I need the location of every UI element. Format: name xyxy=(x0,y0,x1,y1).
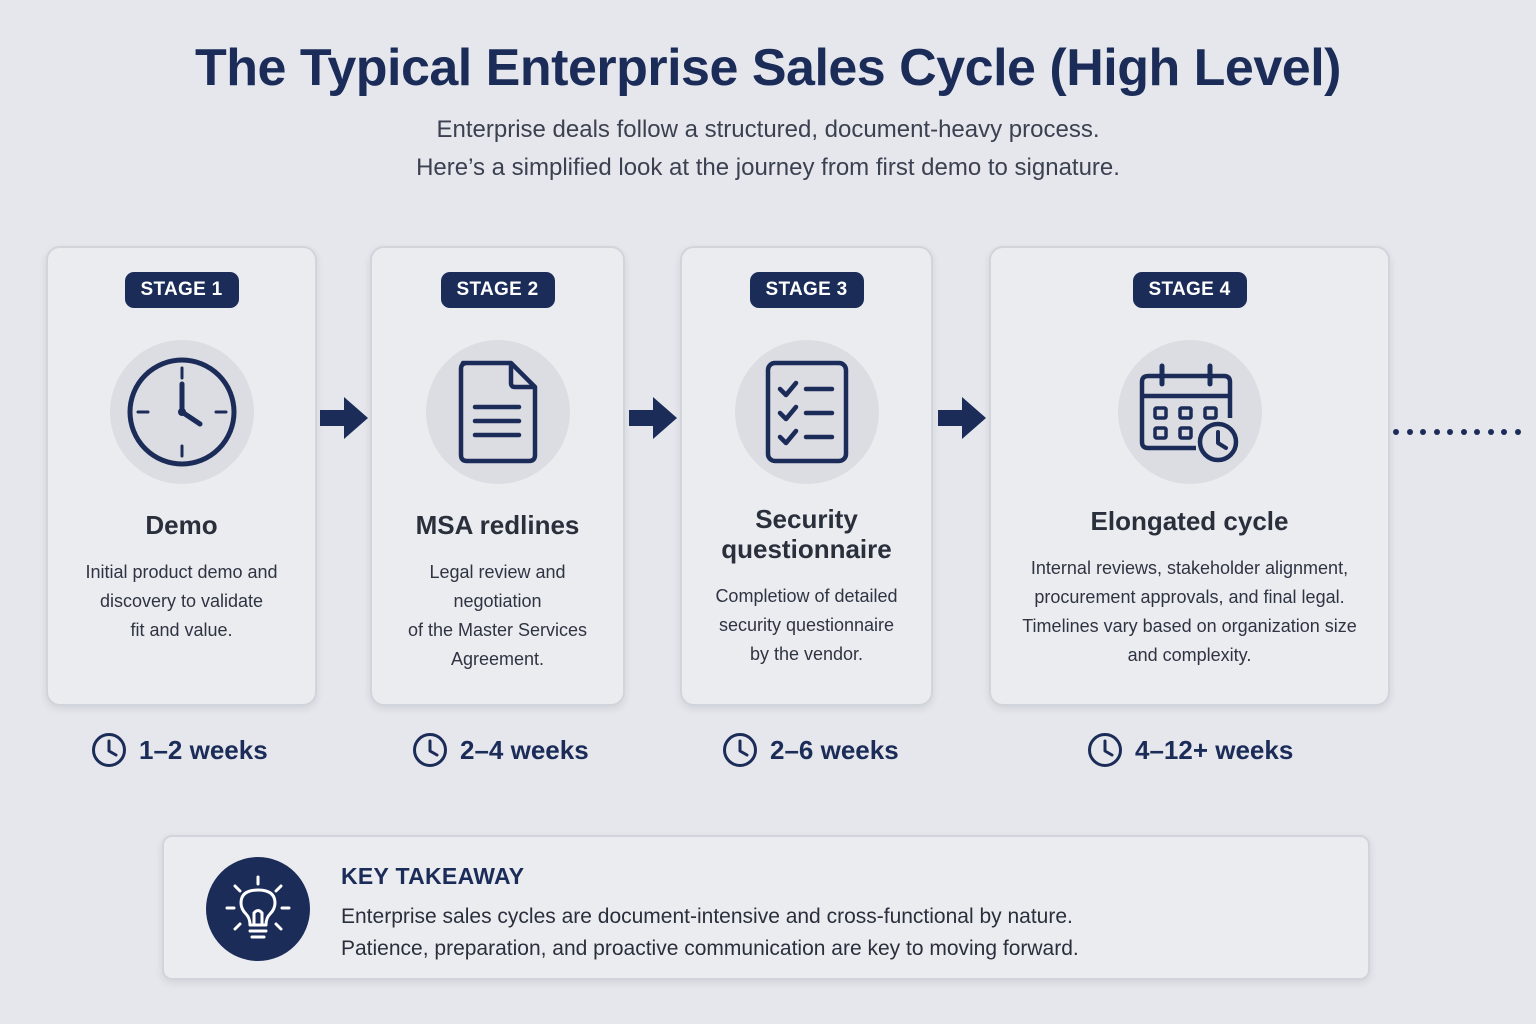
stage-title: Demo xyxy=(145,510,218,540)
description-line: security questionnaire xyxy=(718,615,895,635)
arrow-right-icon xyxy=(629,397,677,439)
description-line: and complexity. xyxy=(1127,645,1252,665)
stage-card-demo: STAGE 1 Demo Initial product demo and di… xyxy=(46,246,317,706)
title-line: questionnaire xyxy=(721,534,892,564)
clock-icon xyxy=(1088,733,1122,767)
stage-description: Internal reviews, stakeholder alignment,… xyxy=(1009,554,1370,670)
description-line: Legal review and negotiation xyxy=(429,562,566,611)
stage-title: Security questionnaire xyxy=(682,504,931,564)
key-takeaway-panel: KEY TAKEAWAY Enterprise sales cycles are… xyxy=(162,835,1370,980)
stage-icon-circle xyxy=(734,340,879,484)
lightbulb-icon-circle xyxy=(206,857,310,961)
duration-label: 2–6 weeks xyxy=(770,734,899,765)
stage-icon-circle xyxy=(425,340,570,484)
duration-label: 2–4 weeks xyxy=(460,734,589,765)
checklist-icon xyxy=(765,360,848,464)
description-line: of the Master Services xyxy=(407,620,588,640)
clock-icon xyxy=(723,733,757,767)
takeaway-line-2: Patience, preparation, and proactive com… xyxy=(341,937,1079,960)
continuation-dots xyxy=(1393,429,1521,435)
arrow-right-icon xyxy=(938,397,986,439)
description-line: by the vendor. xyxy=(749,644,864,664)
stage-badge: STAGE 2 xyxy=(440,272,555,308)
stage-card-elongated-cycle: STAGE 4 Elongated cycle Internal reviews… xyxy=(989,246,1390,706)
clock-icon xyxy=(92,733,126,767)
document-icon xyxy=(458,360,537,464)
description-line: fit and value. xyxy=(130,620,233,640)
description-line: Internal reviews, stakeholder alignment, xyxy=(1030,558,1349,578)
arrow-right-icon xyxy=(320,397,368,439)
duration-label: 4–12+ weeks xyxy=(1135,734,1294,765)
description-line: Completiow of detailed xyxy=(715,586,898,606)
stage-card-msa-redlines: STAGE 2 MSA redlines Legal review and ne… xyxy=(370,246,625,706)
calendar-clock-icon xyxy=(1139,363,1238,463)
duration-stage-1: 1–2 weeks xyxy=(91,730,268,770)
description-line: Agreement. xyxy=(450,649,545,669)
stage-description: Initial product demo and discovery to va… xyxy=(66,558,297,645)
subtitle-line-2: Here’s a simplified look at the journey … xyxy=(416,154,1120,181)
stage-card-security-questionnaire: STAGE 3 Security questionnaire Completio… xyxy=(680,246,933,706)
duration-stage-3: 2–6 weeks xyxy=(722,730,899,770)
lightbulb-icon xyxy=(225,875,291,939)
stage-badge: STAGE 1 xyxy=(124,272,239,308)
duration-label: 1–2 weeks xyxy=(139,734,268,765)
description-line: Initial product demo and xyxy=(85,562,278,582)
page-title: The Typical Enterprise Sales Cycle (High… xyxy=(195,39,1341,97)
takeaway-line-1: Enterprise sales cycles are document-int… xyxy=(341,905,1073,928)
clock-icon xyxy=(413,733,447,767)
takeaway-heading: KEY TAKEAWAY xyxy=(341,863,525,889)
title-line: Security xyxy=(755,504,858,534)
duration-stage-2: 2–4 weeks xyxy=(412,730,589,770)
clock-icon xyxy=(127,357,236,467)
stage-description: Legal review and negotiation of the Mast… xyxy=(390,558,605,674)
duration-stage-4: 4–12+ weeks xyxy=(1087,730,1293,770)
description-line: discovery to validate xyxy=(99,591,264,611)
stage-description: Completiow of detailed security question… xyxy=(700,582,913,669)
stage-icon-circle xyxy=(109,340,254,484)
description-line: Timelines vary based on organization siz… xyxy=(1022,616,1357,636)
stage-badge: STAGE 3 xyxy=(749,272,864,308)
stage-icon-circle xyxy=(1117,340,1262,484)
stage-title: Elongated cycle xyxy=(1090,506,1289,536)
stage-badge: STAGE 4 xyxy=(1132,272,1247,308)
description-line: procurement approvals, and final legal. xyxy=(1034,587,1345,607)
stage-title: MSA redlines xyxy=(415,510,580,540)
subtitle-line-1: Enterprise deals follow a structured, do… xyxy=(436,116,1100,143)
